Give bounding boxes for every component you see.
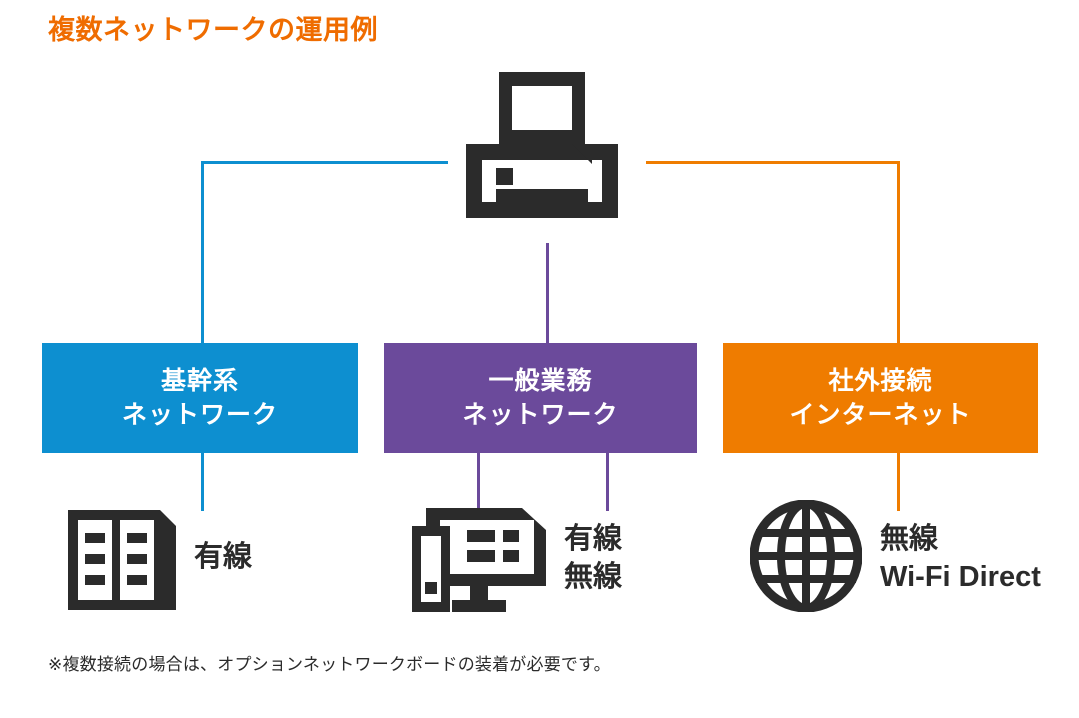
endpoint-group-office-labels: 有線 無線 — [564, 521, 622, 595]
endpoint-group-external: 無線 Wi-Fi Direct — [749, 499, 1041, 617]
printer-icon — [466, 72, 618, 218]
network-box-office-line1: 一般業務 — [488, 366, 593, 395]
endpoint-label-external-0: 無線 — [880, 523, 939, 556]
network-box-external-line2: インターネット — [789, 401, 972, 429]
network-box-external-line1: 社外接続 — [828, 366, 933, 395]
network-box-core[interactable]: 基幹系 ネットワーク — [42, 343, 358, 453]
connector-external-vertical — [897, 161, 900, 511]
page-title: 複数ネットワークの運用例 — [48, 15, 378, 45]
network-box-office[interactable]: 一般業務 ネットワーク — [384, 343, 697, 453]
connector-office-vertical-top — [546, 243, 549, 345]
network-box-core-line1: 基幹系 — [160, 366, 239, 395]
endpoint-group-core-labels: 有線 — [194, 539, 252, 576]
footnote-text: ※複数接続の場合は、オプションネットワークボードの装着が必要です。 — [48, 655, 611, 674]
endpoint-group-office: 有線 無線 — [412, 500, 622, 617]
globe-icon — [749, 499, 863, 617]
connector-office-vertical-right — [606, 453, 609, 511]
network-box-external[interactable]: 社外接続 インターネット — [723, 343, 1038, 453]
endpoint-label-core-0: 有線 — [194, 540, 253, 573]
network-box-office-line2: ネットワーク — [462, 401, 619, 429]
endpoint-label-office-1: 無線 — [564, 560, 623, 593]
endpoint-group-core: 有線 — [68, 500, 252, 615]
connector-external-horizontal — [646, 161, 900, 164]
endpoint-label-external-1: Wi-Fi Direct — [880, 560, 1041, 593]
endpoint-group-external-labels: 無線 Wi-Fi Direct — [880, 521, 1041, 595]
endpoint-label-office-0: 有線 — [564, 523, 623, 556]
connector-core-horizontal — [201, 161, 448, 164]
network-box-core-line2: ネットワーク — [121, 401, 278, 429]
connector-core-vertical — [201, 161, 204, 511]
office-building-icon — [68, 500, 176, 615]
connector-office-vertical-left — [477, 453, 480, 511]
desktop-computer-icon — [412, 500, 546, 617]
